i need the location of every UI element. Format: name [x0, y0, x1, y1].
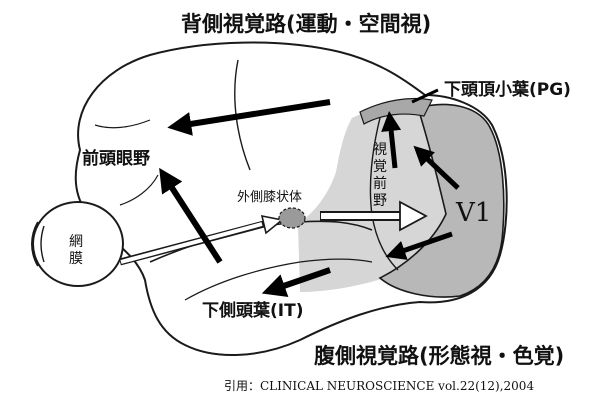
arrow-prestriate-to-it [261, 267, 331, 298]
optic-tract-arrowhead [260, 214, 284, 235]
eye-cornea [31, 221, 39, 267]
retina-label: 網膜 [69, 234, 83, 267]
arrow-pg-to-frontal [167, 99, 331, 136]
arrow-v1-to-prestriate-lower [385, 231, 453, 260]
ventral-pathway-title: 腹側視覚路(形態視・色覚) [314, 344, 565, 368]
optic-radiation-arrowhead [399, 200, 428, 232]
prestriate-label: 視覚前野 [373, 142, 387, 209]
citation: 引用：CLINICAL NEUROSCIENCE vol.22(12),2004 [224, 379, 535, 393]
frontal-lower-sulcus [119, 174, 159, 206]
frontal-sulcus [94, 119, 151, 129]
inferior-parietal-label: 下頭頂小葉(PG) [444, 80, 571, 100]
lgn-label: 外側膝状体 [237, 190, 303, 205]
optic-tract-arrow-inner [120, 222, 263, 264]
v1-label: V1 [456, 198, 492, 228]
brain-outline [74, 41, 508, 356]
frontal-eye-field-label: 前頭眼野 [82, 149, 150, 169]
prestriate-area [298, 106, 446, 292]
arrow-temporal-to-frontal [159, 167, 223, 264]
arrow-v1-to-prestriate-upper [413, 145, 460, 190]
dorsal-pathway-title: 背側視覚路(運動・空間視) [181, 12, 432, 36]
lgn-body [278, 207, 306, 229]
arrow-prestriate-to-pg [381, 111, 402, 169]
temporal-sulcus [184, 258, 373, 301]
inferior-temporal-label: 下側頭葉(IT) [202, 301, 304, 321]
eye-lens [40, 225, 45, 263]
v1-area [378, 103, 505, 298]
arrow-pg-label-pointer [411, 88, 439, 104]
